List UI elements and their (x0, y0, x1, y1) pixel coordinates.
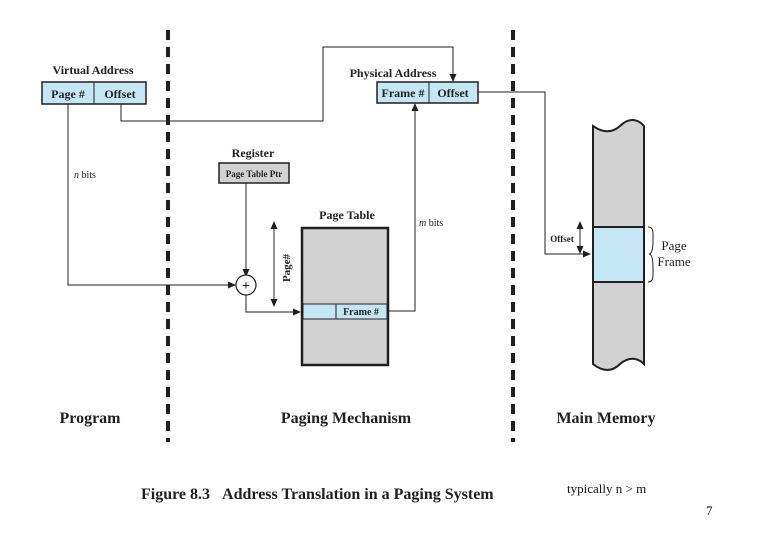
figure-caption: Figure 8.3 Address Translation in a Pagin… (141, 486, 494, 503)
frame-offset-label: Offset (550, 234, 574, 244)
virtual-offset-field: Offset (104, 87, 135, 101)
adder-icon: + (235, 274, 257, 296)
page-table-entry-frame: Frame # (343, 307, 379, 318)
page-index-label: Page# (281, 253, 293, 282)
register-title: Register (232, 146, 275, 160)
physical-frame-field: Frame # (382, 86, 425, 100)
page-number-path-arrow (67, 104, 236, 289)
physical-address-title: Physical Address (350, 66, 437, 80)
note-text: typically n > m (567, 481, 647, 496)
page-number: 7 (706, 503, 713, 518)
figure-number: Figure 8.3 (141, 486, 210, 503)
page-table-title: Page Table (319, 208, 375, 222)
n-bits-label: n bits (74, 170, 96, 181)
adder-to-entry-arrow (245, 295, 301, 316)
virtual-page-field: Page # (51, 87, 85, 101)
register-box: Page Table Ptr (218, 162, 290, 184)
page-table-entry: Frame # (302, 303, 388, 320)
offset-path-arrow (120, 46, 457, 122)
physical-offset-to-memory-arrow (478, 91, 591, 258)
physical-address-box: Frame # Offset (376, 81, 479, 104)
page-frame-label-1: Page (661, 238, 687, 253)
virtual-address-box: Page # Offset (41, 81, 147, 105)
page-frame-brace (647, 226, 654, 283)
section-program: Program (59, 410, 121, 427)
section-main-memory: Main Memory (556, 410, 655, 427)
page-frame (592, 226, 645, 283)
physical-offset-field: Offset (437, 86, 468, 100)
page-frame-label-2: Frame (657, 254, 690, 269)
figure-title: Address Translation in a Paging System (222, 486, 494, 503)
virtual-address-title: Virtual Address (52, 63, 133, 77)
m-bits-label: m bits (419, 218, 443, 229)
svg-text:+: + (242, 279, 250, 294)
page-table (300, 226, 390, 367)
register-content: Page Table Ptr (226, 169, 283, 179)
frame-to-physical-arrow (388, 103, 419, 312)
section-paging-mechanism: Paging Mechanism (281, 410, 412, 427)
